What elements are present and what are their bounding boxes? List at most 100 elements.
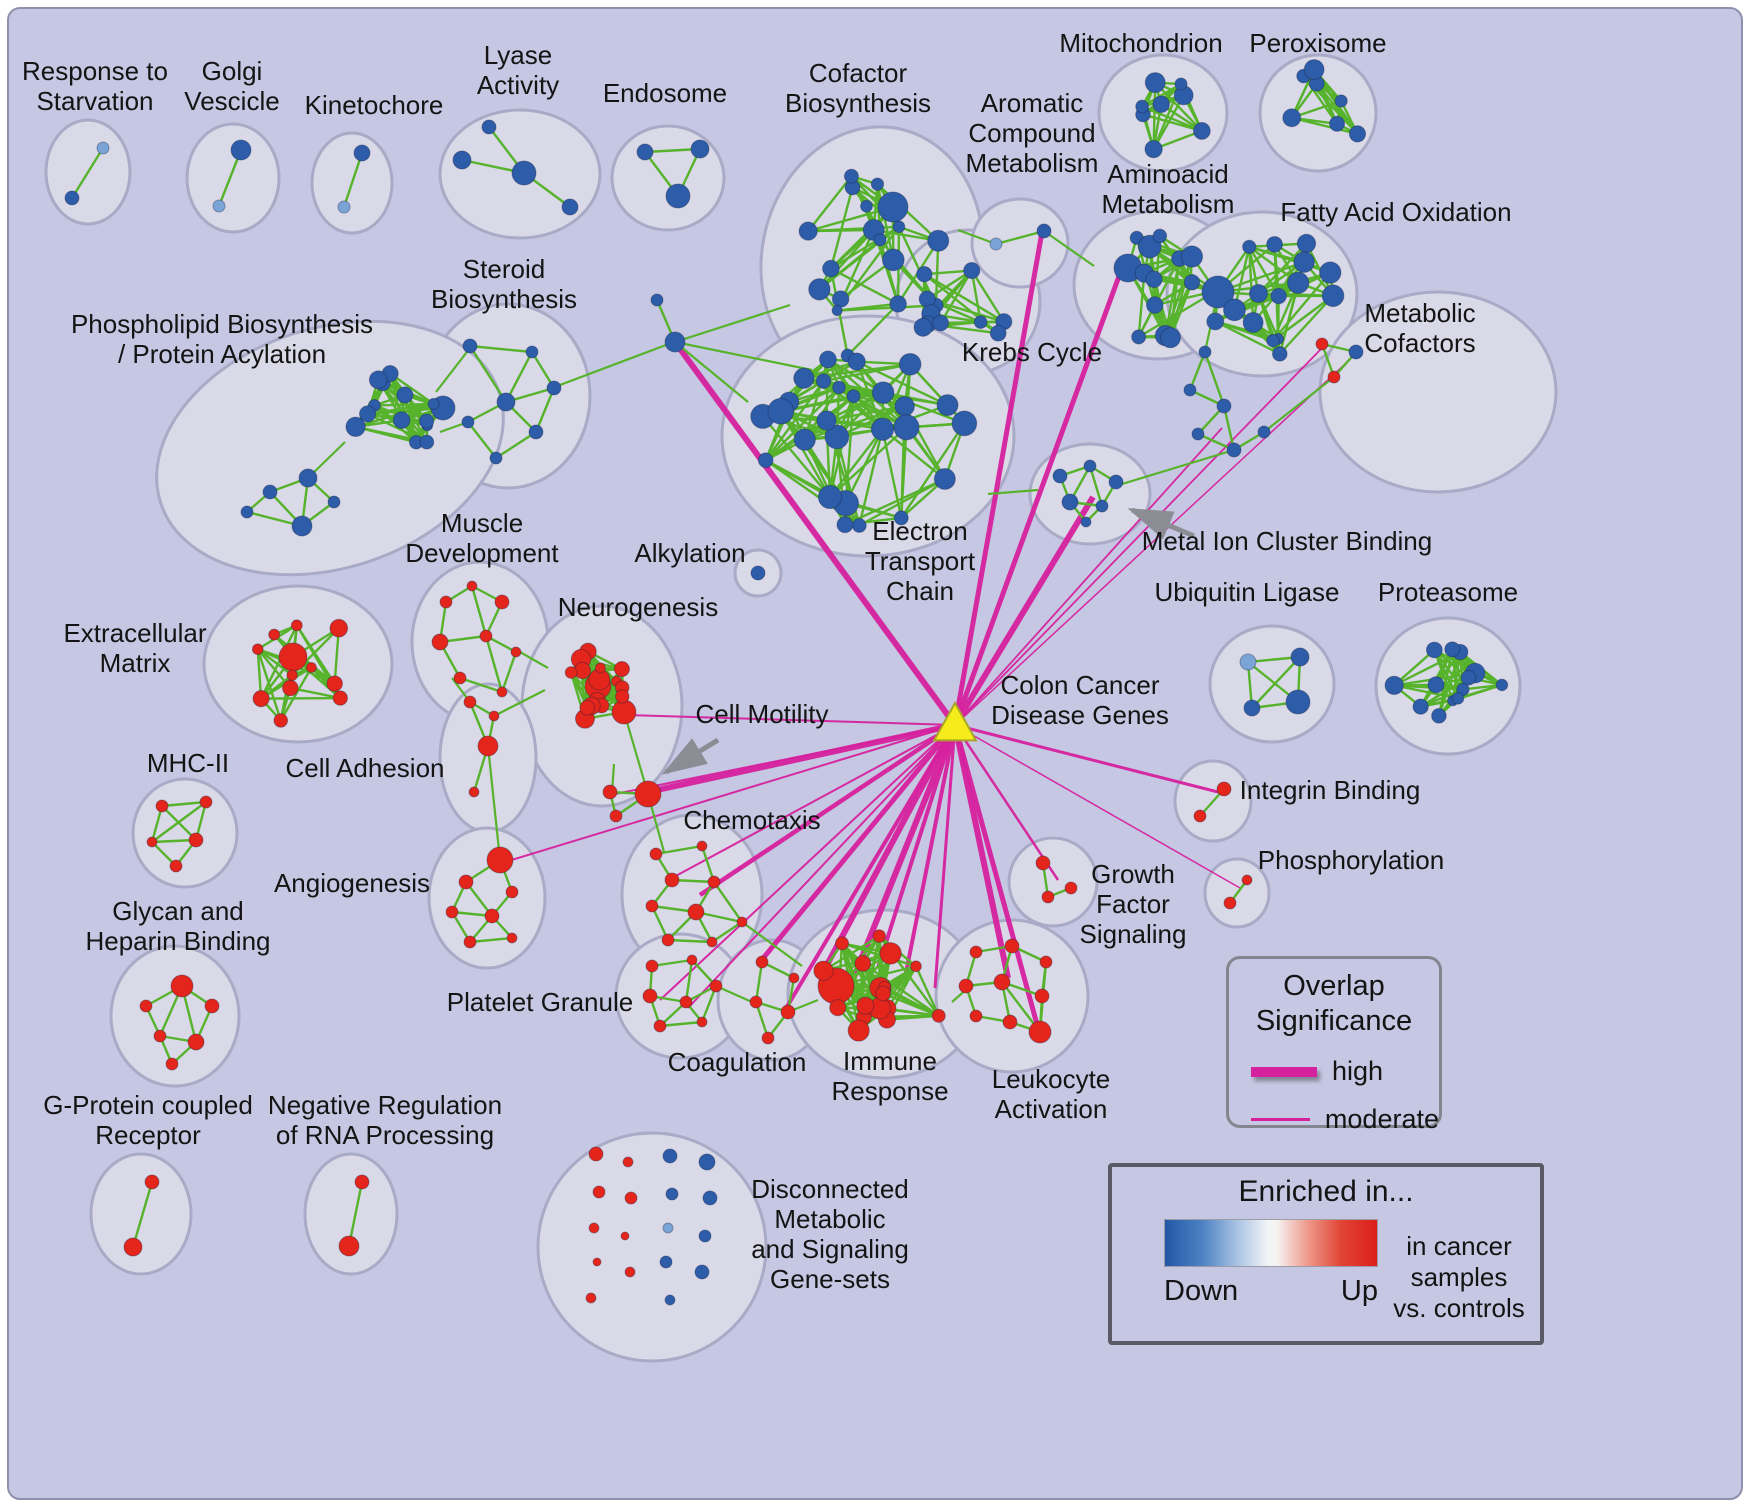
electron-transport-chain-edge [909, 363, 966, 425]
immune-response-edge [864, 935, 881, 1006]
angiogenesis-edge [465, 881, 493, 917]
electron-transport-chain-edge [827, 358, 908, 429]
muscle-development-gene-set-node [496, 686, 508, 698]
angiogenesis-edge [469, 936, 513, 944]
extracellular-matrix-gene-set-node [273, 713, 289, 728]
phospholipid-core-edge [389, 372, 435, 405]
mhc-ii-gene-set-node [155, 799, 169, 813]
immune-response-gene-set-node [910, 960, 922, 973]
fatty-acid-oxidation-gene-set-node [1321, 284, 1345, 308]
steroid-biosynthesis-edge [534, 387, 556, 433]
electron-transport-chain-edge [856, 360, 949, 407]
colon-cancer-triangle [932, 700, 978, 742]
enrichment-legend: Enriched in... Down Up in cancer samples… [1108, 1163, 1544, 1345]
pointer-arrow [661, 737, 720, 775]
coagulation-gene-set-node [749, 995, 763, 1009]
peroxisome-edge [1291, 116, 1358, 136]
electron-transport-chain-gene-set-node [767, 397, 795, 425]
leukocyte-activation-gene-set-node [1034, 988, 1050, 1004]
cofactor-biosynthesis-gene-set-node [870, 177, 885, 191]
metabolic-cofactors-gene-set-node [1327, 370, 1341, 384]
overlap-ray-high [698, 723, 957, 897]
disconnected-gene-set-node [665, 1187, 679, 1201]
peroxisome-edge [1302, 75, 1339, 125]
electron-transport-chain-edge [882, 403, 948, 431]
chemotaxis-edge [671, 878, 715, 884]
fatty-acid-oxidation-edge [1248, 246, 1280, 297]
electron-transport-chain-gene-set-node [819, 350, 837, 369]
mhc-ii-gene-set-node [169, 859, 183, 873]
phospholipid-core-gene-set-node [419, 434, 435, 450]
phospholipid-tail-gene-set-node [327, 495, 341, 509]
mhc-ii-gene-set-node [188, 832, 204, 848]
enrichment-note-line3: vs. controls [1393, 1293, 1525, 1323]
label-cell-motility: Cell Motility [696, 699, 829, 729]
metabolic-cofactors-gene-set-node [1348, 344, 1364, 360]
steroid-biosynthesis-edge [469, 344, 533, 354]
immune-response-gene-set-node [834, 936, 850, 951]
hub-gene-set-node [650, 293, 664, 307]
electron-transport-chain-gene-set-node [851, 518, 867, 533]
disconnected-ellipse [536, 1131, 768, 1363]
inter-cluster-edge [1043, 230, 1095, 267]
cofactor-biosynthesis-edge [807, 175, 853, 232]
extracellular-matrix-gene-set-node [268, 628, 281, 641]
proteasome-gene-set-node [1460, 669, 1477, 686]
disconnected-gene-set-node [662, 1222, 674, 1234]
chemotaxis-edge [713, 881, 743, 923]
inter-cluster-edge [551, 343, 667, 390]
extracellular-matrix-edge [333, 628, 340, 684]
fatty-acid-oxidation-gene-set-node [1206, 312, 1225, 331]
electron-transport-chain-gene-set-node [847, 352, 866, 371]
cofactor-biosynthesis-gene-set-node [873, 233, 887, 247]
phospholipid-core-gene-set-node [427, 397, 440, 411]
neurogenesis-gene-set-node [579, 699, 596, 716]
leukocyte-activation-gene-set-node [1028, 1020, 1052, 1044]
ubiquitin-ligase-gene-set-node [1285, 689, 1311, 715]
endosome-gene-set-node [690, 139, 710, 159]
aromatic-compound-gene-set-node [989, 237, 1003, 251]
fatty-stem-gene-set-node [1257, 425, 1271, 439]
immune-response-gene-set-node [872, 929, 887, 943]
cell-adhesion-gene-set-node [468, 786, 480, 798]
fatty-acid-oxidation-gene-set-node [1296, 233, 1317, 254]
metal-ion-cluster-binding-gene-set-node [1061, 493, 1079, 511]
proteasome-gene-set-node [1427, 676, 1445, 694]
label-neurogenesis: Neurogenesis [558, 592, 718, 622]
label-peroxisome: Peroxisome [1249, 28, 1386, 58]
enrichment-scale: Down Up [1164, 1219, 1378, 1324]
fatty-acid-oxidation-edge [1278, 294, 1334, 355]
overlap-ray-moderate [624, 714, 956, 726]
electron-transport-chain-edge [882, 391, 965, 425]
kinetochore-edge [342, 152, 364, 208]
krebs-cycle-edge [939, 269, 973, 324]
proteasome-gene-set-node [1425, 641, 1443, 659]
glycan-heparin-gene-set-node [139, 999, 153, 1013]
aminoacid-metabolism-gene-set-node [1180, 245, 1204, 268]
overlap-ray-high [903, 724, 957, 979]
chemotaxis-edge [711, 921, 743, 943]
muscle-development-gene-set-node [439, 595, 453, 609]
label-phosphorylation: Phosphorylation [1258, 845, 1444, 875]
fatty-stem-edge [1188, 351, 1207, 391]
muscle-development-gene-set-node [510, 646, 522, 658]
electron-transport-chain-edge [761, 415, 831, 498]
overlap-ray-moderate [609, 724, 956, 796]
aminoacid-metabolism-gene-set-node [1131, 329, 1147, 345]
golgi-vescicle-gene-set-node [212, 199, 226, 213]
chemotaxis-gene-set-node [649, 847, 663, 861]
cofactor-biosynthesis-edge [808, 228, 874, 233]
platelet-granule-gene-set-node [642, 988, 658, 1004]
aminoacid-metabolism-gene-set-node [1183, 274, 1201, 291]
platelet-granule-edge [659, 1020, 703, 1028]
fatty-acid-oxidation-edge [1214, 320, 1281, 355]
overlap-ray-high [758, 723, 957, 964]
aminoacid-metabolism-gene-set-node [1152, 228, 1168, 244]
label-kinetochore: Kinetochore [305, 90, 444, 120]
krebs-cycle-edge [970, 269, 1005, 323]
endosome-gene-set-node [636, 143, 654, 161]
